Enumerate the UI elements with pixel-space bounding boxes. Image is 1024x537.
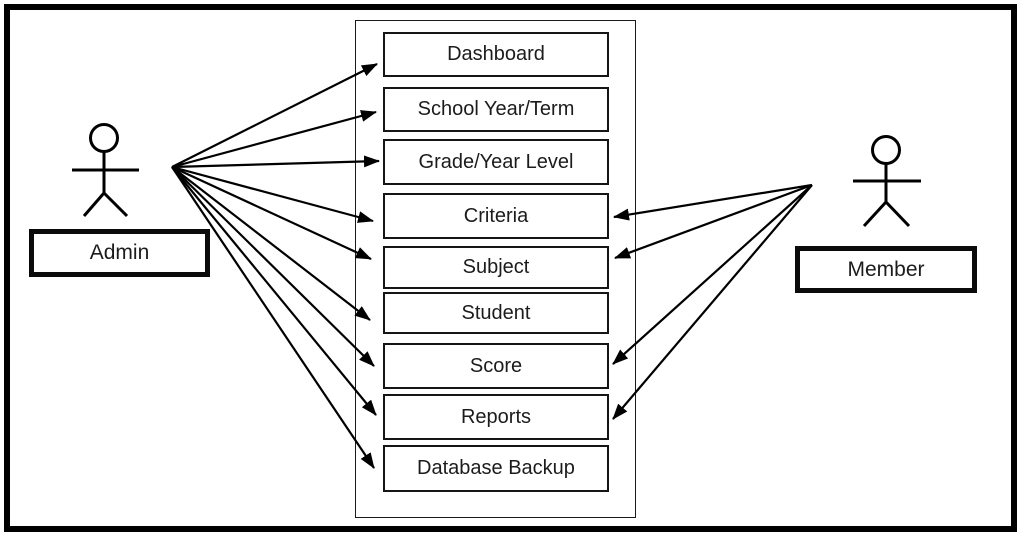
usecase-reports: Reports <box>383 394 609 440</box>
usecase-student: Student <box>383 292 609 334</box>
usecase-score: Score <box>383 343 609 389</box>
usecase-database-backup: Database Backup <box>383 445 609 492</box>
actor-label-admin: Admin <box>29 229 210 277</box>
usecase-dashboard: Dashboard <box>383 32 609 77</box>
usecase-subject: Subject <box>383 246 609 289</box>
actor-label-member: Member <box>795 246 977 293</box>
usecase-school-year-term: School Year/Term <box>383 87 609 132</box>
usecase-criteria: Criteria <box>383 193 609 239</box>
usecase-grade-year-level: Grade/Year Level <box>383 139 609 185</box>
